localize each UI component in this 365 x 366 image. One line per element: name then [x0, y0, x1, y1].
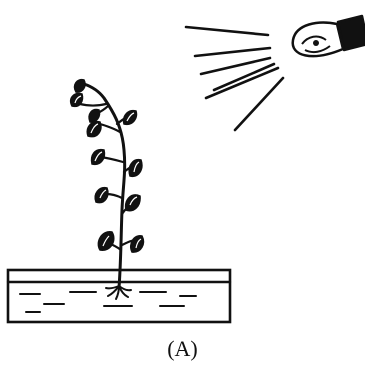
light-ray [212, 62, 276, 92]
leaf [88, 108, 101, 123]
plant-stem [82, 82, 127, 290]
light-bulb-icon [291, 14, 365, 58]
light-ray [193, 46, 272, 58]
water-lines [19, 291, 197, 313]
water-container [6, 268, 232, 324]
leaf [124, 194, 141, 212]
roots [105, 285, 132, 300]
plant [70, 78, 145, 300]
leaf-veins [74, 95, 142, 249]
leaf [73, 78, 86, 93]
light-ray [233, 76, 285, 132]
leaf [97, 231, 115, 251]
light-ray [184, 25, 270, 37]
leaf [122, 109, 138, 126]
leaf [90, 148, 106, 166]
light-rays [184, 25, 285, 132]
light-ray [199, 56, 272, 76]
leaf [86, 120, 102, 138]
figure-caption: (A) [167, 336, 198, 361]
light-ray [204, 66, 280, 100]
container-outline [6, 268, 232, 324]
